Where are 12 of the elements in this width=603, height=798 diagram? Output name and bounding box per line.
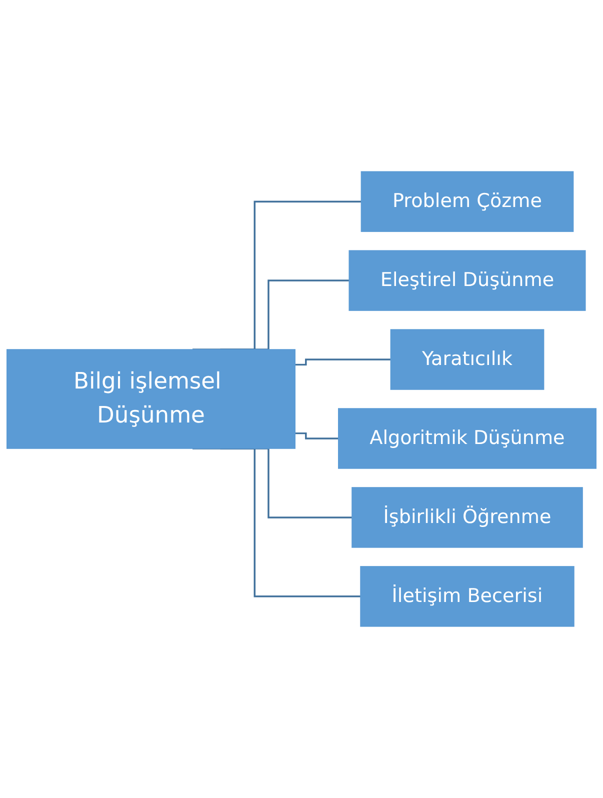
node-box: Bilgi işlemsel Düşünme (6, 349, 296, 449)
connector (295, 358, 391, 366)
node-box: Eleştirel Düşünme (348, 250, 586, 311)
node-box: Algoritmik Düşünme (338, 408, 596, 469)
connector (192, 448, 361, 598)
node-box: İşbirlikli Öğrenme (352, 487, 583, 548)
node-box: Yaratıcılık (390, 329, 544, 390)
connector (295, 432, 338, 440)
connector (192, 200, 362, 350)
connector (220, 280, 350, 350)
node-box: İletişim Becerisi (360, 566, 574, 627)
node-box: Problem Çözme (360, 171, 574, 232)
